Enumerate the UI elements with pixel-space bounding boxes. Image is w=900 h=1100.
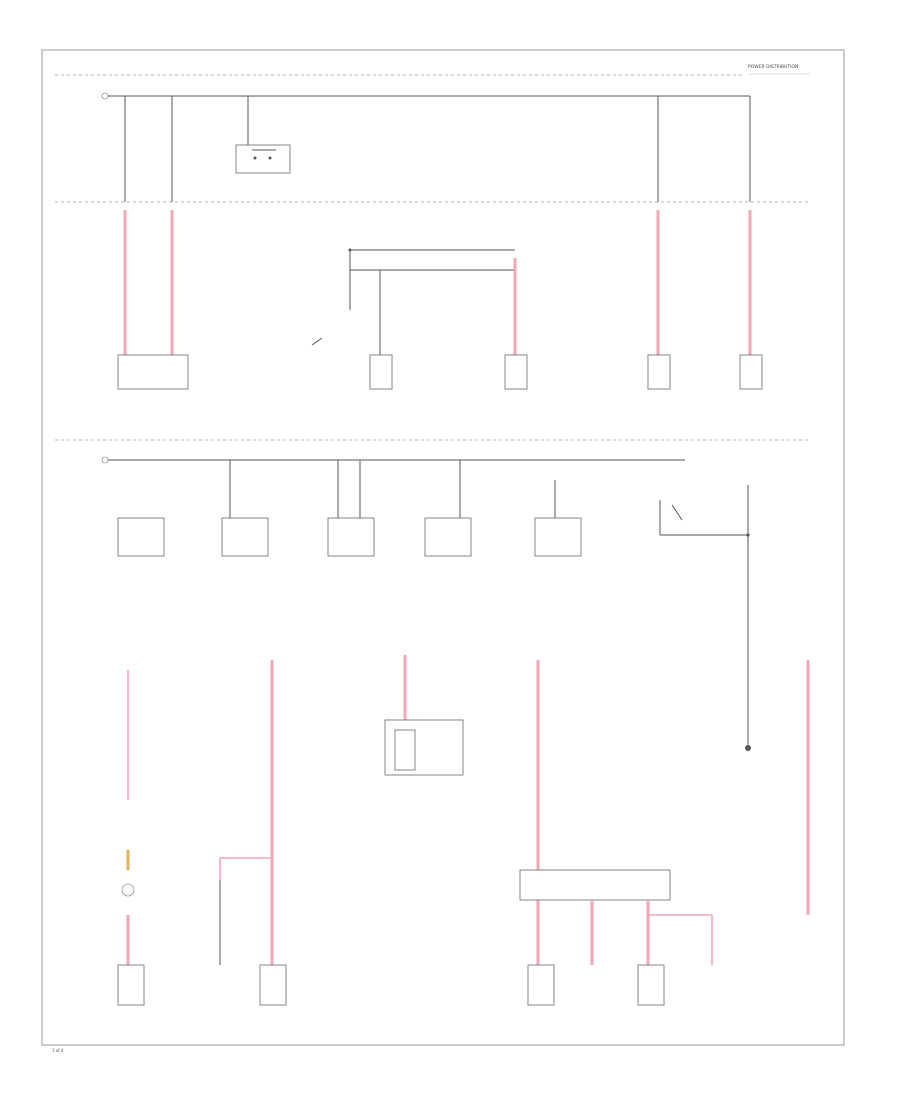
right-switch-junction [746, 533, 750, 537]
switch-blade [311, 337, 323, 346]
diagram-header-label: POWER DISTRIBUTION [748, 64, 798, 70]
relay-5 [534, 517, 582, 557]
module-inner [394, 729, 416, 771]
component-e [504, 354, 528, 390]
relay-1 [117, 517, 165, 557]
relay-pin-1 [253, 156, 257, 160]
relay-pin-2 [268, 156, 272, 160]
lower-feed-connector [101, 456, 109, 464]
component-a [117, 354, 189, 390]
right-switch-blade [671, 504, 683, 521]
page-number: 1 of 4 [52, 1048, 64, 1053]
switch-junction [348, 248, 352, 252]
component-b [647, 354, 671, 390]
component-h [527, 964, 555, 1006]
component-g [259, 964, 287, 1006]
component-c [739, 354, 763, 390]
headlamp-relay [235, 144, 291, 174]
battery-feed-connector [101, 92, 109, 100]
diagram-frame [41, 49, 845, 1046]
relay-3 [327, 517, 375, 557]
relay-2 [221, 517, 269, 557]
lower-circuit-1-device [121, 883, 135, 897]
component-d [369, 354, 393, 390]
component-i [637, 964, 665, 1006]
ground-terminal [745, 745, 751, 751]
junction-block [519, 869, 671, 901]
relay-4 [424, 517, 472, 557]
component-f [117, 964, 145, 1006]
